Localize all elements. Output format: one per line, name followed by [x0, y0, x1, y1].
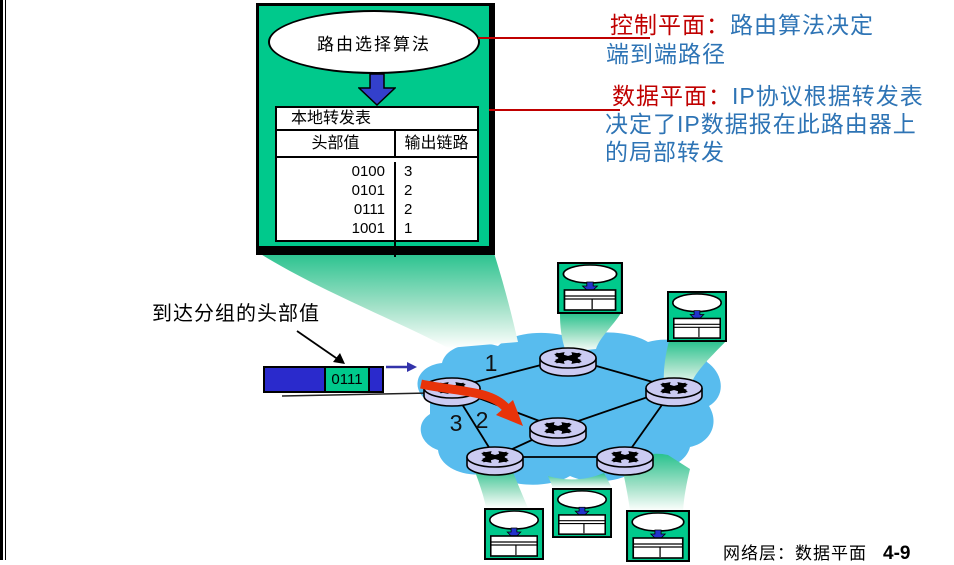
data-plane-label: 数据平面：: [612, 83, 732, 109]
routing-algorithm-label: 路由选择算法: [317, 34, 431, 54]
data-plane-annotation-line1: 数据平面：IP协议根据转发表: [612, 83, 924, 109]
callout-line-control-plane: [478, 37, 650, 39]
incoming-packet-arrow: [386, 362, 417, 372]
table-row-cell: 2: [404, 201, 413, 218]
host-icon-bottom-mid: [552, 488, 612, 538]
host-icon-top: [557, 262, 623, 314]
table-row-cell: 3: [404, 163, 413, 180]
host-icon-bottom-right: [626, 510, 690, 562]
callout-line-data-plane: [489, 109, 620, 111]
down-arrow-icon: [358, 73, 396, 106]
router-middle: [530, 418, 586, 446]
table-filler: [396, 238, 477, 257]
table-row-cell: 0111: [277, 200, 396, 219]
forwarding-table-body: 0100 3 0101 2 0111 2 1001 1: [277, 158, 477, 257]
router-top: [540, 348, 596, 376]
link-label-1: 1: [485, 350, 498, 376]
host-icon-bottom-left: [484, 508, 544, 560]
router-bottom-right: [597, 447, 653, 475]
footer-page-number: 4-9: [883, 543, 911, 564]
forwarding-table-title: 本地转发表: [277, 108, 477, 131]
packet-label-arrow: [296, 330, 345, 364]
slide-border-inner: [5, 0, 6, 560]
data-plane-annotation-line3: 的局部转发: [605, 139, 725, 165]
table-row-cell: 0101: [277, 181, 396, 200]
forwarding-table-header: 头部值 输出链路: [277, 131, 477, 158]
slide-footer: 网络层：数据平面 4-9: [723, 539, 910, 565]
table-row-cell: 1001: [277, 219, 396, 238]
table-row-cell: 2: [404, 182, 413, 199]
funnel-host-bottom-mid: [548, 473, 612, 488]
funnel-control-box: [259, 253, 518, 348]
footer-chapter-label: 网络层：数据平面: [723, 544, 867, 563]
packet-wire-line: [281, 392, 431, 397]
forwarding-table: 本地转发表 头部值 输出链路 0100 3 0101 2 0111 2 1001…: [275, 106, 479, 257]
data-plane-annotation-line2: 决定了IP数据报在此路由器上: [605, 111, 917, 137]
slide-border-outer: [0, 0, 3, 560]
table-row-cell: 0100: [277, 162, 396, 181]
link-label-2: 2: [476, 407, 489, 433]
table-row-cell: 1: [404, 220, 413, 237]
header-cell-link: 输出链路: [404, 135, 469, 152]
funnel-host-bottom-left: [474, 467, 528, 508]
funnel-host-top: [560, 313, 621, 352]
link-label-3: 3: [450, 410, 463, 436]
control-plane-annotation-line1: 控制平面：路由算法决定: [610, 12, 874, 38]
header-cell-value: 头部值: [277, 131, 396, 156]
control-plane-annotation-line2: 端到端路径: [606, 41, 726, 67]
packet-body: [263, 366, 326, 393]
routing-algorithm-ellipse: 路由选择算法: [268, 10, 480, 74]
control-plane-label: 控制平面：: [610, 12, 730, 38]
arriving-packet-label: 到达分组的头部值: [152, 303, 320, 325]
router-bottom-left: [467, 447, 523, 475]
data-plane-text1: IP协议根据转发表: [732, 83, 924, 109]
packet-header-value: 0111: [331, 371, 363, 388]
funnel-host-right: [663, 341, 726, 388]
router-right: [646, 378, 702, 406]
table-filler: [277, 238, 396, 257]
packet-tail: [368, 366, 384, 393]
host-icon-right: [667, 291, 727, 342]
forwarding-path-arrow: [420, 379, 523, 426]
control-plane-text1: 路由算法决定: [730, 12, 874, 38]
packet-header-field: 0111: [324, 366, 370, 393]
